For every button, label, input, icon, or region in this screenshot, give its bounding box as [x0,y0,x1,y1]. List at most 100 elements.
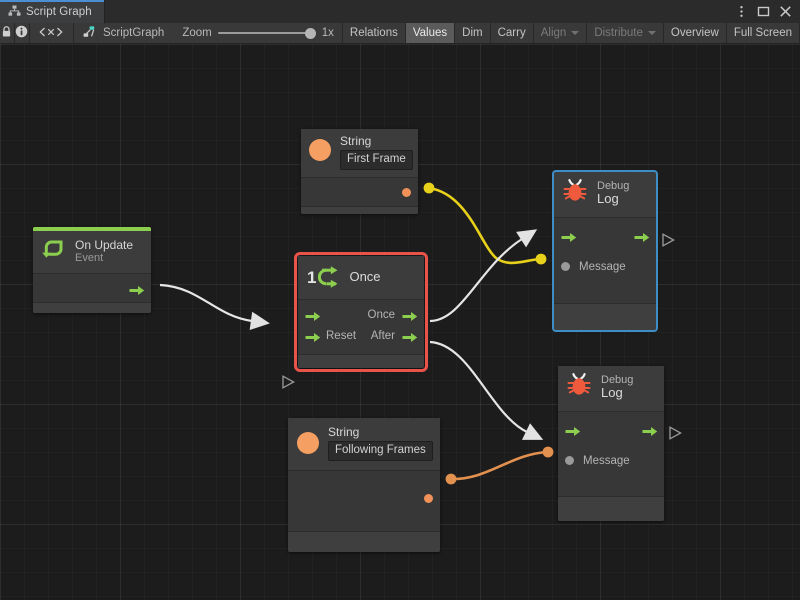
zoom-control: Zoom 1x [174,23,343,43]
node-debug-log-bottom[interactable]: Debug Log [558,366,664,521]
port-label-message: Message [579,260,626,273]
port-row-flow[interactable] [554,226,656,245]
flow-in-arrow-icon[interactable] [565,424,581,436]
node-debug-log-top[interactable]: Debug Log [552,170,658,332]
node-header: Debug Log [554,172,656,218]
string-circle-icon [309,139,331,161]
toolbar-button-values-label: Values [412,27,448,39]
toolbar-button-carry[interactable]: Carry [491,23,534,43]
code-view-button[interactable] [30,23,74,43]
toolbar-button-overview[interactable]: Overview [664,23,727,43]
chevron-down-icon [647,31,656,35]
toolbar-button-full-screen-label: Full Screen [733,27,792,39]
message-in-port-icon[interactable] [561,262,570,271]
wire-endpoint-dot [542,446,554,458]
zoom-slider-knob[interactable] [304,28,316,39]
once-counter-icon: 1 [307,265,340,289]
toolbar-button-align[interactable]: Align [534,23,588,43]
toolbar-button-relations[interactable]: Relations [343,23,406,43]
node-body [288,471,440,531]
string-value-field[interactable]: First Frame [340,150,413,171]
node-body: Message [558,412,664,496]
graph-canvas[interactable]: On Update Event [0,44,800,600]
node-on-update[interactable]: On Update Event [33,227,151,313]
node-header-text: Debug Log [601,374,633,401]
wire-endpoint-dot [445,473,457,485]
debug-log-bottom-output-connector-icon[interactable] [668,426,683,440]
maximize-icon[interactable] [757,5,770,18]
graph-toolbar: ScriptGraph Zoom 1x Relations Values Dim… [0,23,800,44]
port-row-out-value[interactable] [301,183,418,202]
chevron-down-icon [571,31,580,35]
toolbar-button-distribute[interactable]: Distribute [587,23,664,43]
port-label-reset: Reset [326,329,357,342]
flow-out-arrow-icon[interactable] [642,424,658,436]
window-controls [735,0,800,23]
flow-out-arrow-icon[interactable] [129,283,145,296]
port-label-message: Message [583,454,630,467]
node-string-following-frames[interactable]: String Following Frames [288,418,440,552]
zoom-value: 1x [321,27,334,39]
wire-string-first-frame-to-debug-log-top [428,186,542,265]
port-row-out-value[interactable] [288,489,440,508]
on-update-loop-icon [40,236,66,267]
node-body: Once Reset After [298,300,424,354]
more-options-icon[interactable] [735,5,748,18]
node-accent-bar [33,227,151,232]
node-once[interactable]: 1 Once [294,252,428,372]
close-icon[interactable] [779,5,792,18]
flow-out-arrow-icon[interactable] [402,330,418,342]
message-in-port-icon[interactable] [565,456,574,465]
once-count-label: 1 [307,267,317,287]
toolbar-button-values[interactable]: Values [405,23,456,43]
node-header: On Update Event [33,231,151,275]
node-header-text: String First Frame [340,134,413,171]
once-reset-input-connector-icon[interactable] [281,375,296,389]
flow-out-arrow-icon[interactable] [402,309,418,321]
script-graph-icon [8,5,21,18]
node-header: 1 Once [298,256,424,300]
port-row-flow[interactable] [558,420,664,439]
tab-script-graph[interactable]: Script Graph [0,0,105,23]
flow-in-arrow-icon[interactable] [561,230,577,242]
toolbar-button-dim[interactable]: Dim [455,23,491,43]
node-title: Once [349,268,381,284]
node-footer [301,206,418,214]
zoom-slider[interactable] [217,26,316,40]
flow-out-arrow-icon[interactable] [634,230,650,242]
string-value-field[interactable]: Following Frames [328,441,433,462]
node-footer [554,303,656,330]
node-title: On Update [75,238,134,253]
graph-name-label: ScriptGraph [102,27,165,39]
value-out-port-icon[interactable] [424,494,433,504]
node-subtitle: Log [597,191,619,207]
port-row-in-message[interactable]: Message [554,257,656,276]
flow-in-arrow-icon[interactable] [305,309,321,321]
window-tab-bar: Script Graph [0,0,800,23]
toolbar-button-dim-label: Dim [462,27,483,39]
graph-name-display[interactable]: ScriptGraph [74,23,174,43]
node-subtitle: Log [601,385,623,401]
node-title: String [340,134,372,148]
debug-log-top-output-connector-icon[interactable] [661,233,676,247]
port-row-in-flow-out-once[interactable]: Once [298,305,424,324]
string-circle-icon [297,432,319,454]
node-string-first-frame[interactable]: String First Frame [301,129,418,214]
port-row-out-flow[interactable] [33,279,151,298]
scriptgraph-icon [82,25,96,42]
node-title: String [328,425,360,439]
flow-in-arrow-icon[interactable] [305,330,321,342]
node-header: String Following Frames [288,418,440,472]
toolbar-button-full-screen[interactable]: Full Screen [727,23,800,43]
value-out-port-icon[interactable] [402,188,411,198]
wire-on-update-to-once [159,283,270,331]
node-header-text: On Update Event [75,238,134,265]
lock-button[interactable] [0,23,15,43]
tab-label: Script Graph [26,5,92,18]
info-button[interactable] [15,23,30,43]
node-body [301,178,418,207]
wire-once-to-debug-log-top [429,229,538,323]
port-row-in-message[interactable]: Message [558,451,664,470]
port-row-reset-after[interactable]: Reset After [298,326,424,345]
